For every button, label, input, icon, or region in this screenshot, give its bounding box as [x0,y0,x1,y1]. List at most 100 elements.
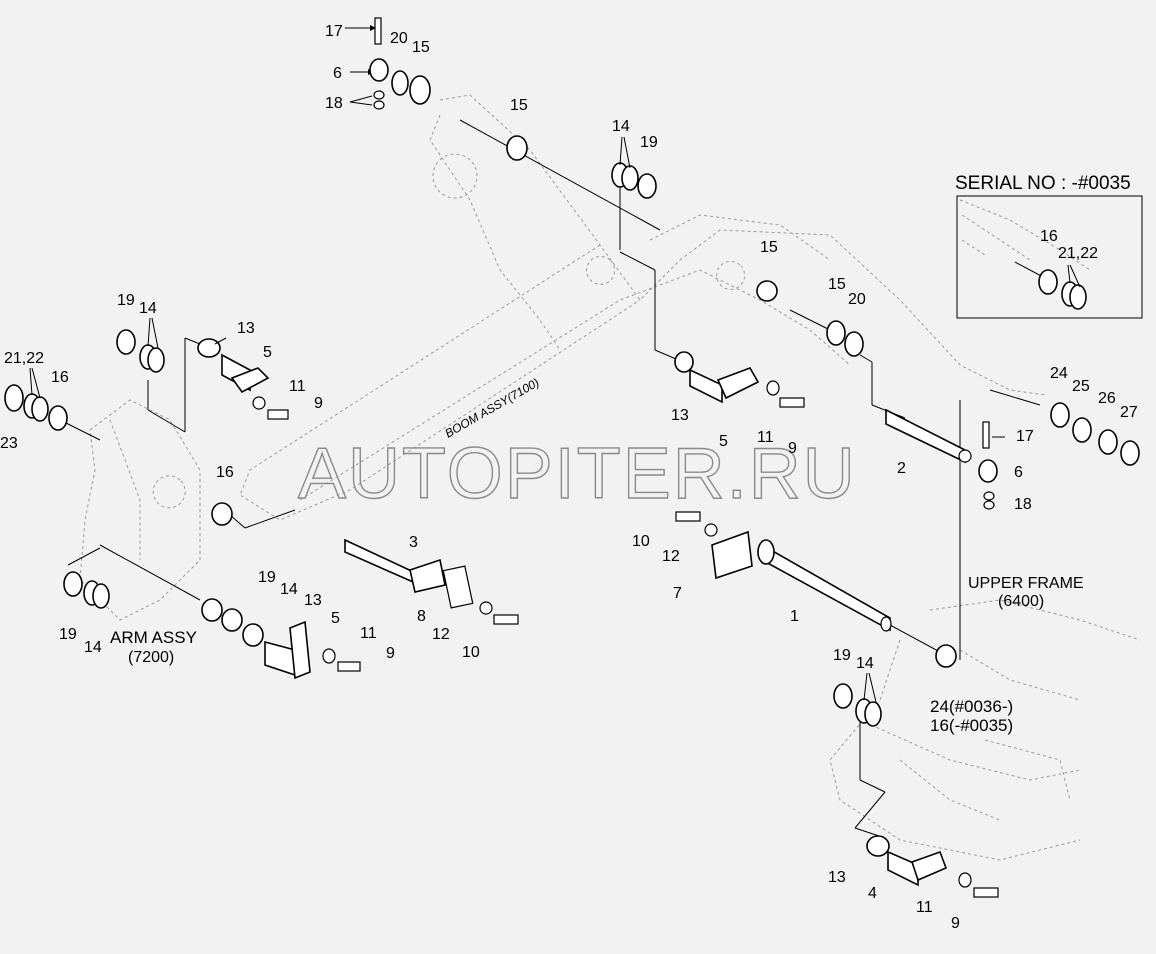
callout: 15 [412,39,430,56]
callout: 9 [788,440,797,457]
arm-assy-label: ARM ASSY [110,628,197,647]
serial-title: SERIAL NO : -#0035 [955,173,1131,194]
callout: 14 [84,639,102,656]
callout-numbers: 17 20 15 6 18 15 14 19 19 14 13 5 11 9 2… [0,23,1138,932]
pin-1-head [757,539,775,565]
bolt-10-center [675,511,701,522]
pin-2-end [958,449,972,463]
pin-4 [887,850,919,887]
callout: 11 [289,378,306,395]
pin-1 [761,543,891,632]
inset-callout-16: 16 [1040,228,1058,245]
plate-7 [711,530,753,580]
bolt-9-center [779,397,805,408]
washer-15-a [506,135,528,161]
washer-11-left [252,396,266,410]
parts [4,17,1140,898]
washer-13-arm [242,623,264,647]
callout: 19 [833,647,851,664]
callout: 14 [856,655,874,672]
washer-22a [31,396,49,422]
callout: 15 [828,276,846,293]
callout: 5 [331,610,340,627]
callout: 19 [59,626,77,643]
washer-20-top [391,70,409,96]
callout: 11 [757,429,774,446]
plate-4 [910,850,948,882]
washer-16-mid [211,502,233,526]
washer-14-lower2 [92,583,110,609]
callout: 7 [673,585,682,602]
callout: 6 [1014,464,1023,481]
callout: 26 [1098,390,1116,407]
callout: 20 [390,30,408,47]
washer-15-b [756,280,778,302]
washer-14-arm [221,608,243,632]
collar-6-top [369,58,389,82]
callout: 5 [263,344,272,361]
callout: 17 [325,23,343,40]
bolt-9-arm [337,661,361,672]
washer-15-c [826,320,846,346]
washer-11-frame [958,872,972,888]
washer-12-left [479,601,493,615]
callout: 25 [1072,378,1090,395]
arm-assy-number: (7200) [128,649,174,666]
washer-16-left [48,405,68,431]
washer-19-arm [201,598,223,622]
callout: 9 [386,645,395,662]
pin-2 [885,408,966,464]
callout: 27 [1120,404,1138,421]
washer-15-top [409,75,431,105]
washer-19-left [116,329,136,355]
callout: 20 [848,291,866,308]
bolt-9-frame [973,887,999,898]
washer-23 [4,384,24,412]
callout: 24 [1050,365,1068,382]
nut-18-top-a [373,90,385,100]
washer-27 [1120,440,1140,466]
washer-12-center [704,523,718,537]
callout: 9 [951,915,960,932]
washer-13-frame [866,835,890,857]
callout: 19 [640,134,658,151]
callout: 14 [612,118,630,135]
boom-assy-label: BOOM ASSY(7100) [443,375,542,440]
upper-frame-number: (6400) [998,593,1044,610]
pointer-lines [29,136,1081,703]
callout: 8 [417,608,426,625]
callout: 15 [510,97,528,114]
washer-20-c [844,331,864,357]
washer-14-frame2 [864,701,882,727]
bolt-17-top [374,17,382,45]
callout: 5 [719,433,728,450]
callout: 13 [671,407,689,424]
callout: 10 [462,644,480,661]
callout: 12 [662,548,680,565]
washer-24-frame [935,644,957,668]
callout: 21,22 [4,350,44,367]
nut-18-right-b [983,500,995,510]
bolt-17-right [982,421,990,449]
callout: 17 [1016,428,1034,445]
callout: 13 [237,320,255,337]
washer-19-lower [63,571,83,597]
inset-washer-16 [1038,269,1058,295]
plate-3 [409,558,446,593]
callout: 19 [258,569,276,586]
callout: 11 [916,899,933,916]
washer-26 [1098,429,1118,455]
serial-inset: SERIAL NO : -#0035 16 21,22 [955,173,1143,319]
washer-11-center [766,380,780,396]
washer-19-a [637,173,657,199]
washer-24 [1050,402,1070,428]
callout: 18 [1014,496,1032,513]
pin-5-arm [264,640,296,677]
note-24: 24(#0036-) [930,697,1013,716]
callout: 11 [360,625,377,642]
inset-callout-21-22: 21,22 [1058,245,1098,262]
washer-14-a2 [621,165,639,191]
washer-13-left [197,338,221,358]
